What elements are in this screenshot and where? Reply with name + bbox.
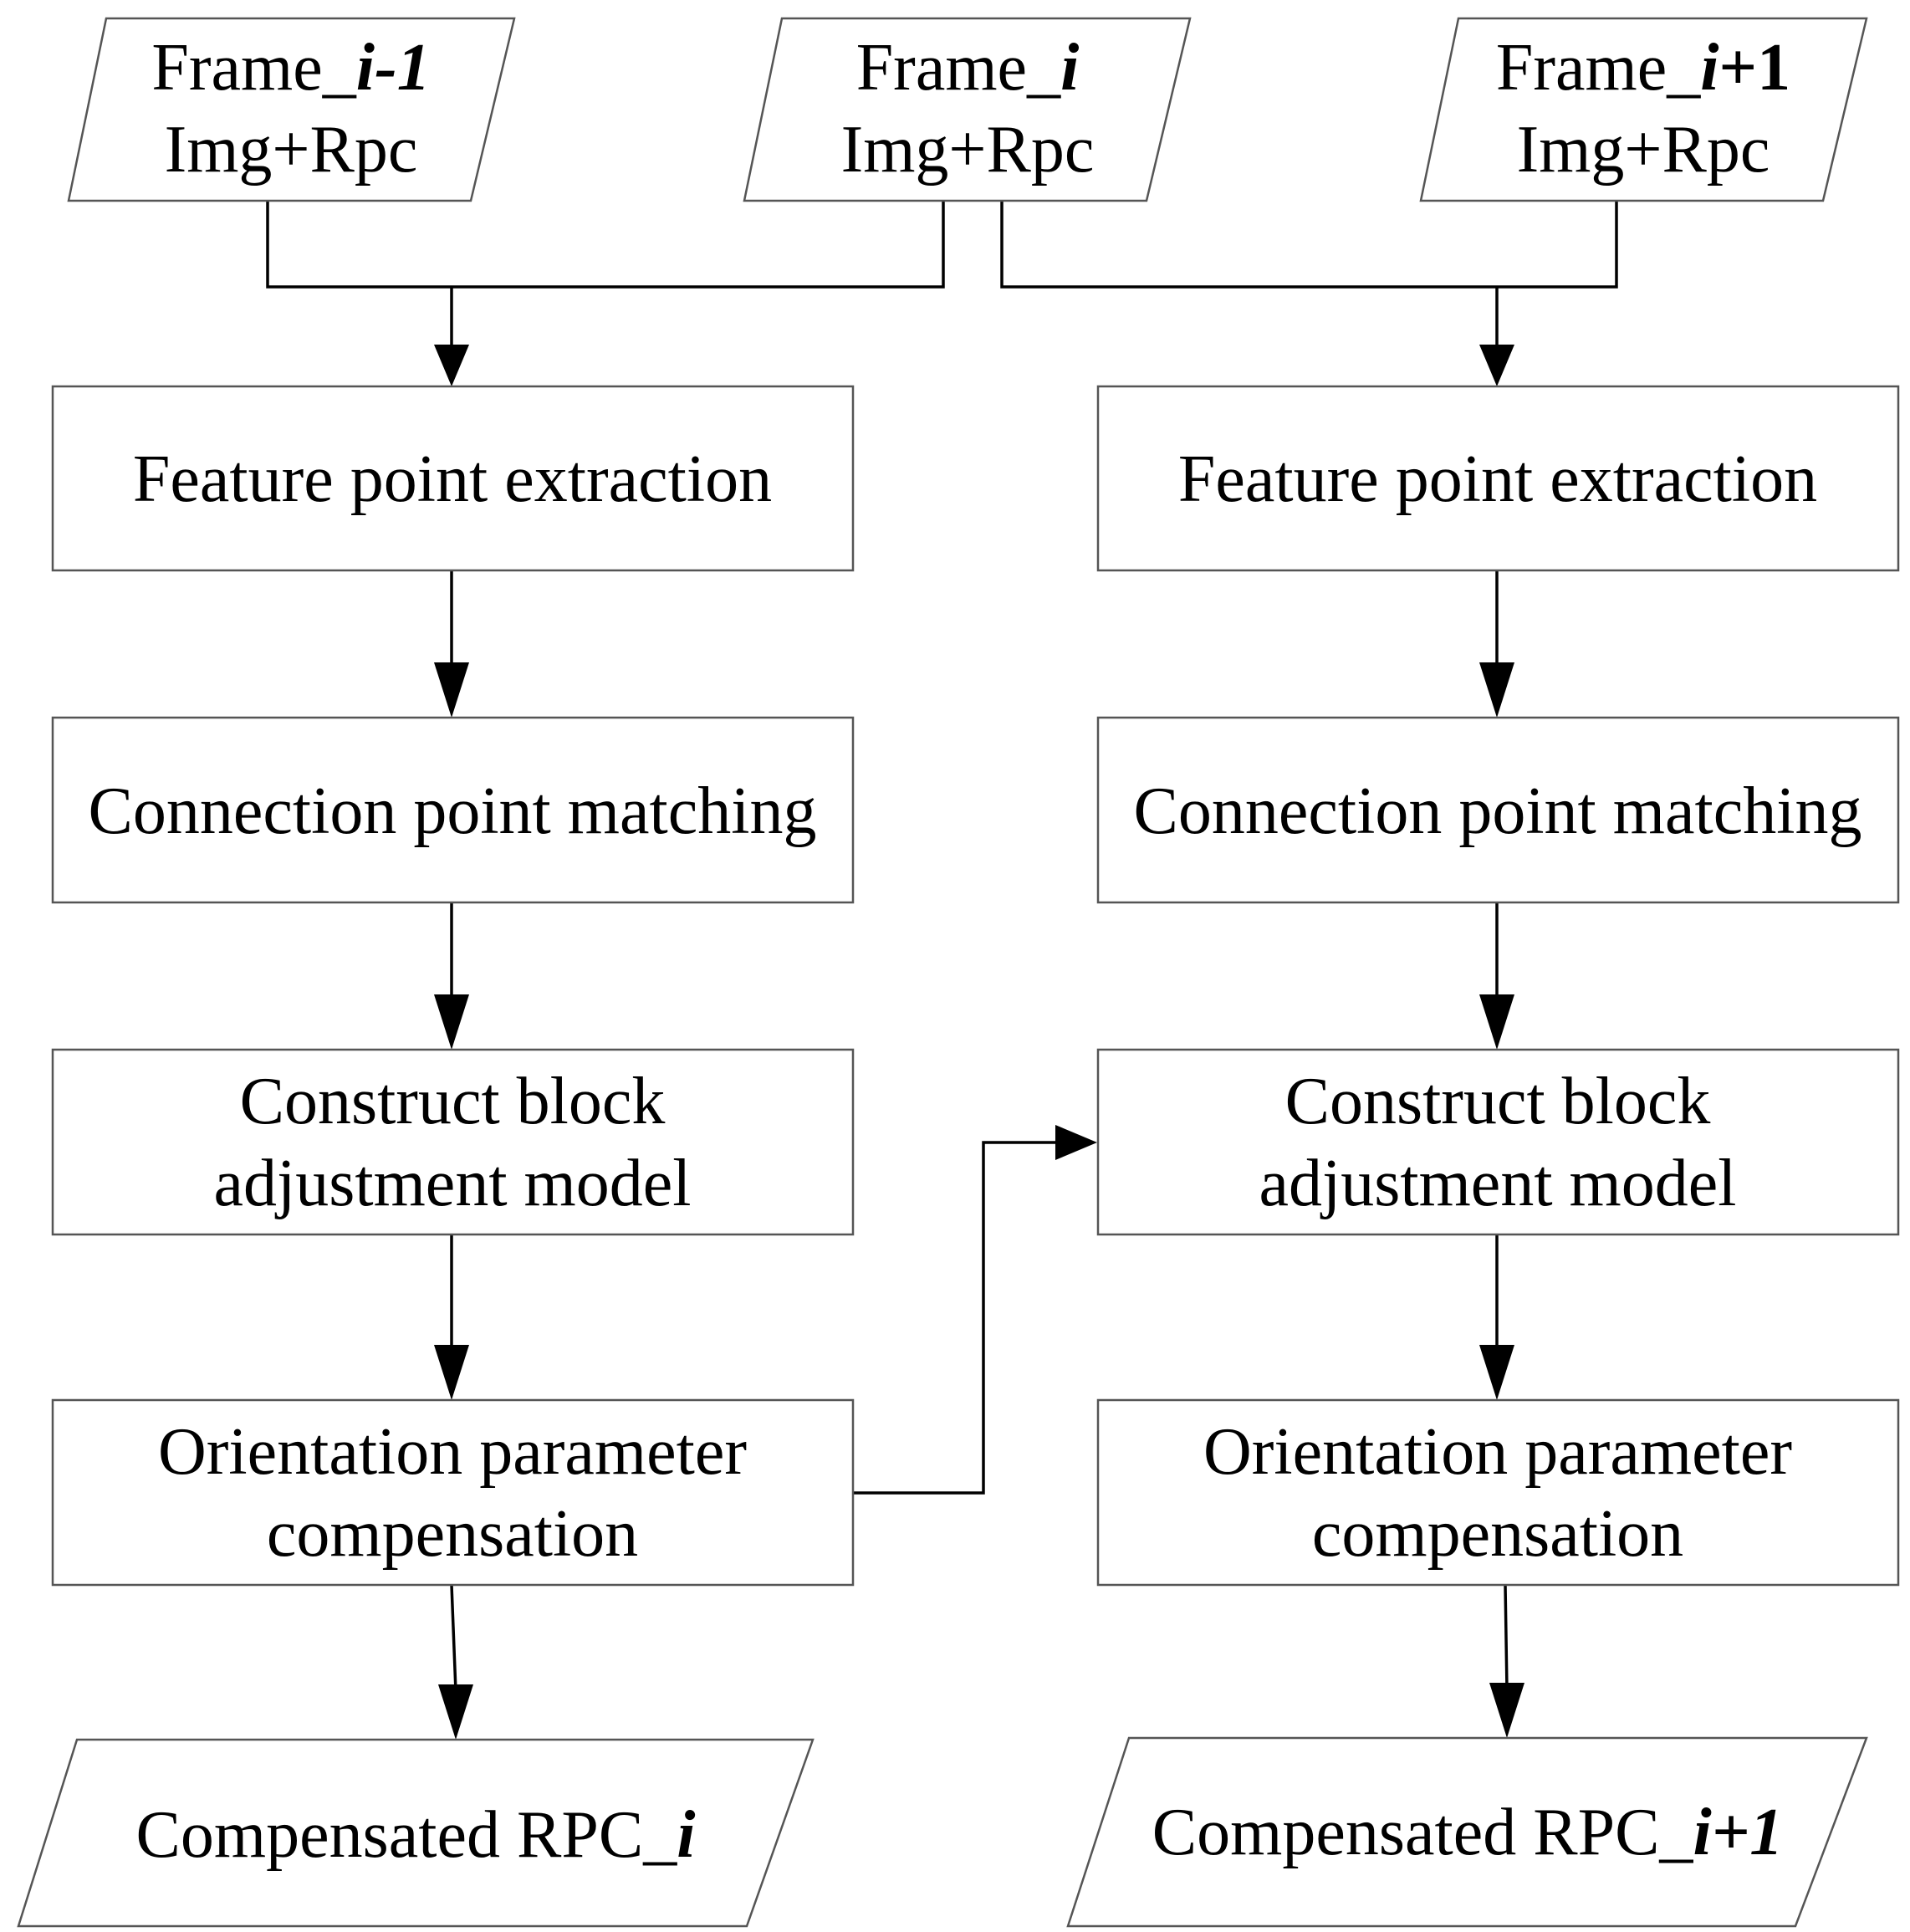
left-feature-extraction-label: Feature point extraction — [133, 442, 772, 516]
right-block-adjustment-box — [1096, 1048, 1900, 1236]
input-label-line2: Img+Rpc — [165, 113, 418, 187]
input-label-line1: Frame_i — [856, 31, 1080, 105]
input-parallelogram — [743, 17, 1192, 202]
output-right-label: Compensated RPC_i+1 — [1152, 1796, 1784, 1869]
left-block-adjustment-label-line2: adjustment model — [213, 1147, 691, 1220]
left-connection-matching-label: Connection point matching — [89, 774, 817, 848]
input-frame-i: Frame_i Img+Rpc — [743, 17, 1192, 202]
arrowhead-to-left-step1 — [434, 345, 469, 386]
right-chain: Feature point extraction Connection poin… — [1096, 385, 1900, 1587]
left-block-adjustment-label-line1: Construct block — [240, 1065, 666, 1138]
left-orientation-compensation-label-line2: compensation — [267, 1497, 638, 1571]
right-orientation-compensation-box — [1096, 1398, 1900, 1587]
connector-left-4-out — [450, 1584, 457, 1692]
connectors — [266, 201, 1618, 1740]
connector-merge-right — [1000, 201, 1618, 289]
arrowhead-right-4-out — [1489, 1683, 1524, 1738]
right-orientation-compensation-label-line1: Orientation parameter — [1203, 1415, 1792, 1489]
right-connection-matching-label: Connection point matching — [1134, 774, 1862, 848]
arrowhead-right-3-4 — [1479, 1345, 1514, 1400]
right-connection-matching-box — [1096, 716, 1900, 904]
arrowhead-left-2-3 — [434, 994, 469, 1050]
input-label-line1: Frame_i-1 — [151, 31, 430, 105]
right-block-adjustment-label-line1: Construct block — [1285, 1065, 1711, 1138]
input-label-line1: Frame_i+1 — [1496, 31, 1790, 105]
input-label-line2: Img+Rpc — [841, 113, 1095, 187]
connector-cross-left-to-right — [853, 1141, 1062, 1495]
arrowhead-right-2-3 — [1479, 994, 1514, 1050]
input-label-line2: Img+Rpc — [1517, 113, 1770, 187]
input-parallelogram — [67, 17, 516, 202]
input-frame-i-minus-1: Frame_i-1 Img+Rpc — [67, 17, 516, 202]
left-orientation-compensation-label-line1: Orientation parameter — [158, 1415, 747, 1489]
output-right: Compensated RPC_i+1 — [1066, 1736, 1868, 1928]
arrowhead-left-4-out — [438, 1684, 473, 1740]
arrowhead-to-right-step1 — [1479, 345, 1514, 386]
right-feature-extraction-box — [1096, 385, 1900, 572]
right-block-adjustment-label-line2: adjustment model — [1259, 1147, 1736, 1220]
connector-merge-left — [266, 201, 945, 289]
right-feature-extraction-label: Feature point extraction — [1178, 442, 1817, 516]
left-block-adjustment-box — [51, 1048, 855, 1236]
arrowhead-right-1-2 — [1479, 662, 1514, 718]
right-orientation-compensation-label-line2: compensation — [1312, 1497, 1683, 1571]
arrowhead-cross-left-to-right — [1055, 1125, 1097, 1160]
arrowhead-left-1-2 — [434, 662, 469, 718]
output-parallelogram — [17, 1738, 815, 1928]
output-parallelogram — [1066, 1736, 1868, 1928]
left-feature-extraction-box — [51, 385, 855, 572]
arrowhead-left-3-4 — [434, 1345, 469, 1400]
left-connection-matching-box — [51, 716, 855, 904]
input-parallelogram — [1419, 17, 1868, 202]
left-orientation-compensation-box — [51, 1398, 855, 1587]
input-frame-i-plus-1: Frame_i+1 Img+Rpc — [1419, 17, 1868, 202]
output-left-label: Compensated RPC_i — [136, 1798, 696, 1872]
left-chain: Feature point extraction Connection poin… — [51, 385, 855, 1587]
output-left: Compensated RPC_i — [17, 1738, 815, 1928]
connector-right-4-out — [1504, 1584, 1509, 1690]
